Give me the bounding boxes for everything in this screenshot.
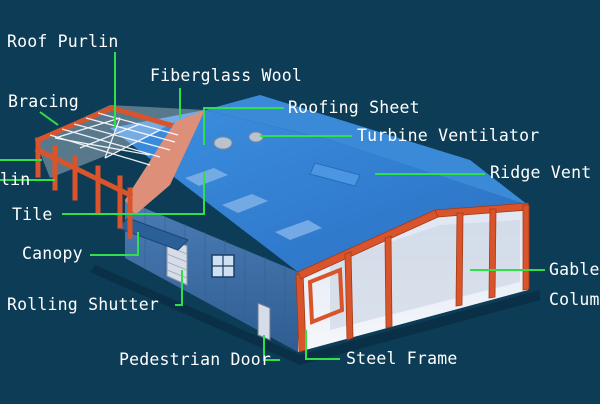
label-wall-purlin-fragment: lin	[0, 170, 31, 189]
left-frame	[34, 104, 205, 239]
fiberglass-wool	[125, 110, 205, 215]
label-roofing-sheet: Roofing Sheet	[288, 98, 420, 117]
label-gable-fragment: Gable	[549, 260, 600, 279]
label-roof-purlin: Roof Purlin	[7, 32, 119, 51]
label-ridge-vent: Ridge Vent	[490, 163, 592, 182]
label-tile: Tile	[12, 205, 53, 224]
label-turbine-ventilator: Turbine Ventilator	[357, 126, 540, 145]
label-bracing: Bracing	[8, 92, 79, 111]
ground-shadow	[90, 265, 540, 365]
label-steel-frame: Steel Frame	[346, 349, 458, 368]
label-canopy: Canopy	[22, 244, 83, 263]
leader-lines	[0, 52, 545, 361]
roof-back-slope	[205, 95, 528, 205]
steel-frame	[295, 202, 530, 353]
label-rolling-shutter: Rolling Shutter	[7, 295, 160, 314]
turbine-ventilator	[213, 136, 233, 150]
label-fiberglass-wool: Fiberglass Wool	[150, 66, 303, 85]
ridge-vent	[309, 162, 361, 187]
pedestrian-door	[257, 302, 271, 341]
label-pedestrian-door: Pedestrian Door	[119, 350, 272, 369]
label-column-fragment: Colum	[549, 290, 600, 309]
